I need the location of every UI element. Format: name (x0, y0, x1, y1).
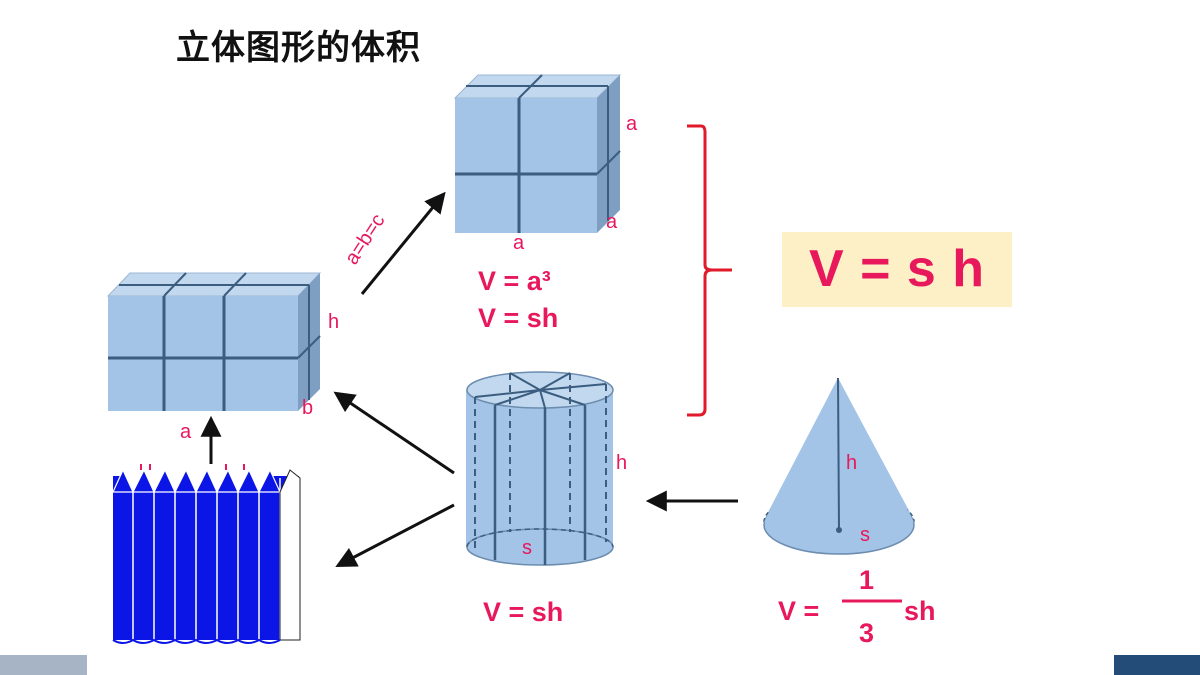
cube-label-a-top: a (626, 113, 638, 135)
cylinder-figure (466, 371, 614, 566)
footer-bar-right (1114, 655, 1200, 675)
cube-formula-1: V = a³ (478, 266, 551, 296)
cone-label-s: s (860, 524, 870, 546)
cuboid-label-a: a (180, 421, 192, 443)
cone-fraction-denominator: 3 (859, 618, 874, 648)
grouping-brace (687, 124, 732, 417)
page-title: 立体图形的体积 (176, 28, 421, 68)
cone-figure (763, 377, 915, 555)
cone-formula-suffix: sh (904, 596, 936, 626)
cylinder-formula: V = sh (483, 597, 563, 627)
cube-formula-2: V = sh (478, 303, 558, 333)
cone-label-h: h (846, 452, 857, 474)
general-formula: V = s h (808, 240, 986, 298)
cube-label-a-bottom: a (513, 232, 525, 254)
cone-formula-prefix: V = (778, 596, 819, 626)
cylinder-label-s: s (522, 537, 532, 559)
cuboid-label-h: h (328, 311, 339, 333)
arrow-label-abc: a=b=c (341, 210, 390, 269)
cuboid-figure (106, 272, 322, 411)
wedge-stack-figure (112, 464, 301, 644)
cone-fraction-numerator: 1 (859, 565, 874, 595)
cube-figure (453, 74, 622, 233)
footer-bar-left (0, 655, 87, 675)
arrow-cylinder-to-cuboid (333, 391, 455, 475)
cylinder-label-h: h (616, 452, 627, 474)
cube-label-a-side: a (606, 211, 618, 233)
arrow-cylinder-to-wedges (335, 503, 455, 567)
general-formula-box (782, 232, 1012, 307)
cuboid-label-b: b (302, 397, 313, 419)
arrow-cuboid-to-cube (360, 191, 446, 295)
